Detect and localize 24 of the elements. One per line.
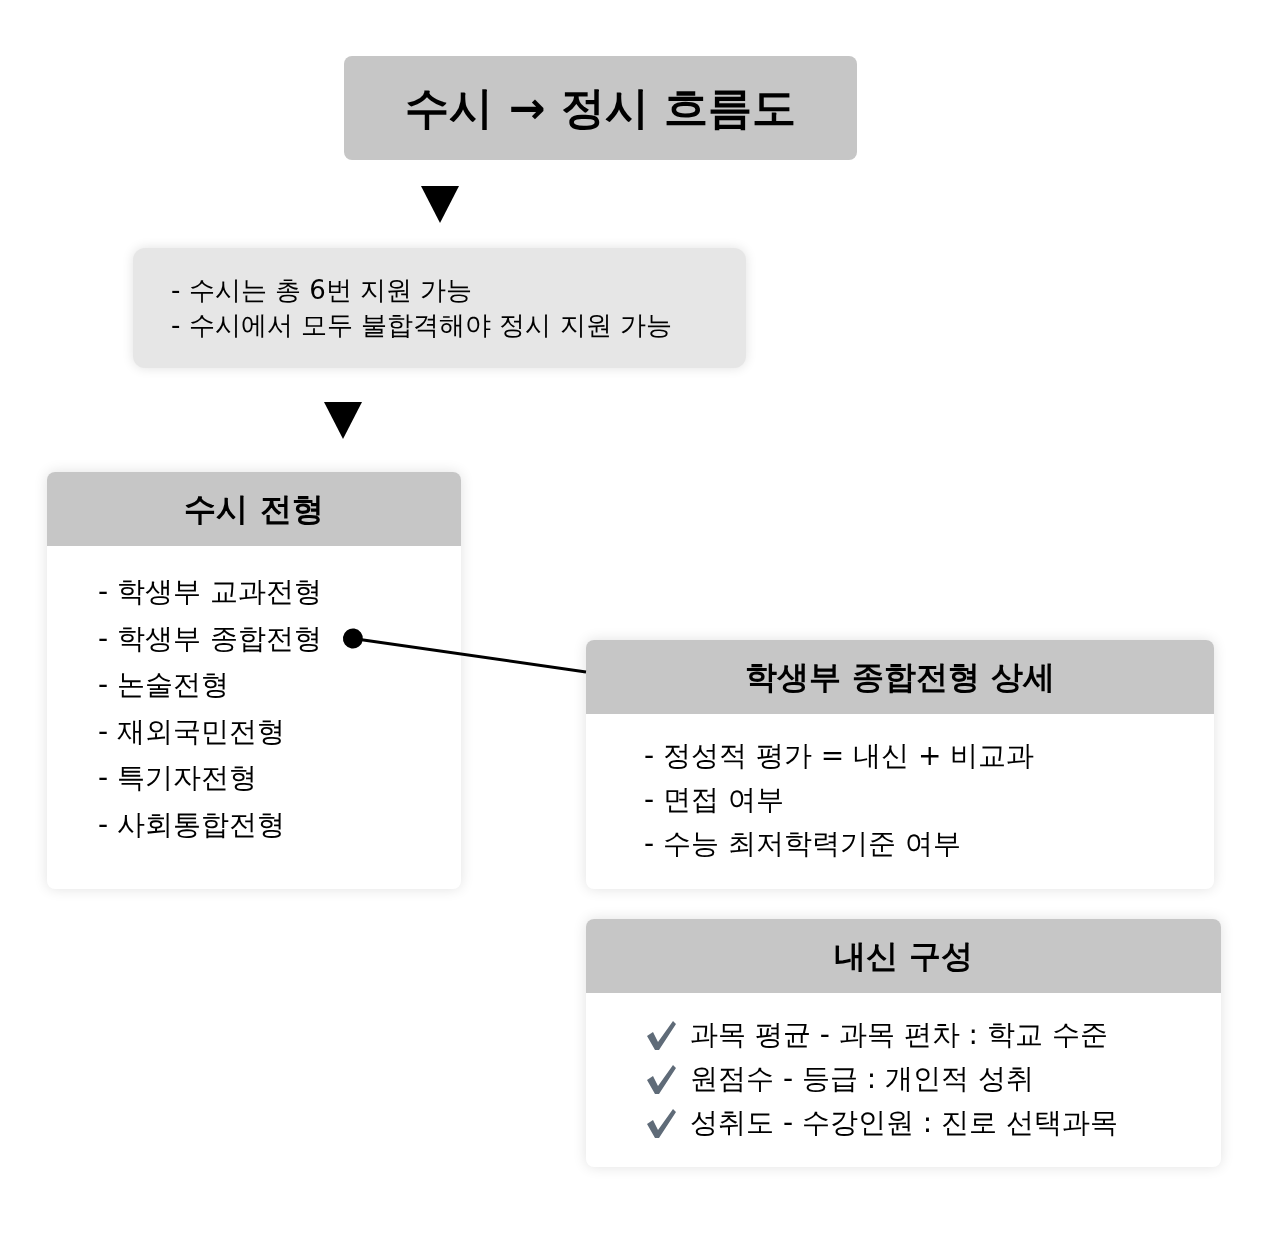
info-card [586, 640, 1214, 889]
list-item: - 정성적 평가 = 내신 + 비교과 [644, 738, 1035, 774]
list-item: - 특기자전형 [98, 760, 257, 796]
list-item: 성취도 - 수강인원 : 진로 선택과목 [690, 1105, 1119, 1141]
title-box: 수시 → 정시 흐름도 [344, 56, 857, 160]
down-arrow [324, 402, 362, 439]
note-text: - 수시에서 모두 불합격해야 정시 지원 가능 [171, 309, 673, 342]
card-header: 내신 구성 [586, 919, 1221, 993]
note-text: - 수시는 총 6번 지원 가능 [171, 274, 474, 307]
info-card [47, 472, 461, 889]
list-item: - 면접 여부 [644, 782, 784, 818]
connector-line [342, 628, 587, 674]
list-item: 과목 평균 - 과목 편차 : 학교 수준 [690, 1017, 1108, 1053]
down-arrow [421, 186, 459, 223]
list-item: - 학생부 교과전형 [98, 574, 322, 610]
list-item: - 재외국민전형 [98, 713, 285, 750]
card-header: 수시 전형 [47, 472, 461, 546]
list-item: - 논술전형 [98, 667, 229, 703]
list-item: - 수능 최저학력기준 여부 [644, 826, 961, 862]
list-item: - 사회통합전형 [98, 806, 285, 843]
info-card [586, 919, 1221, 1167]
card-header: 학생부 종합전형 상세 [586, 640, 1214, 714]
list-item: 원점수 - 등급 : 개인적 성취 [690, 1061, 1035, 1097]
list-item: - 학생부 종합전형 [98, 620, 322, 657]
